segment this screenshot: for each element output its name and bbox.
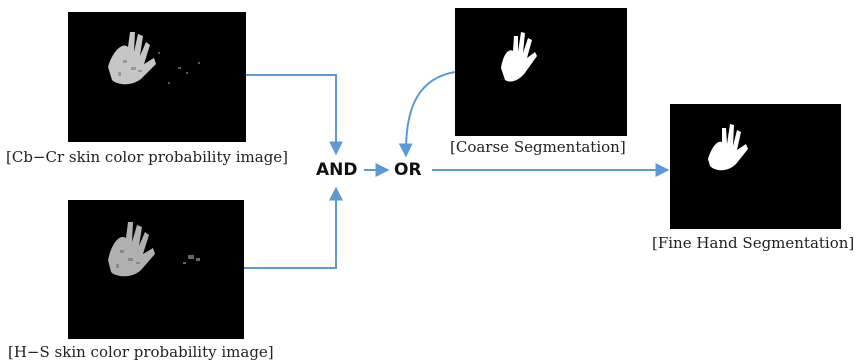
fine-segmentation-image [670,104,841,229]
and-operator: AND [316,160,358,180]
arrow-hs-to-and [244,186,343,269]
arrow-coarse-to-or [398,71,456,158]
fine-caption: [Fine Hand Segmentation] [652,234,855,252]
coarse-segmentation-image [455,8,627,136]
hs-probability-image [68,200,244,339]
arrow-cbcr-to-and [246,74,343,156]
or-operator: OR [394,160,422,180]
hs-caption: [H−S skin color probability image] [8,343,274,361]
coarse-caption: [Coarse Segmentation] [450,138,626,156]
cbcr-caption: [Cb−Cr skin color probability image] [6,148,289,166]
cbcr-probability-image [68,12,246,142]
